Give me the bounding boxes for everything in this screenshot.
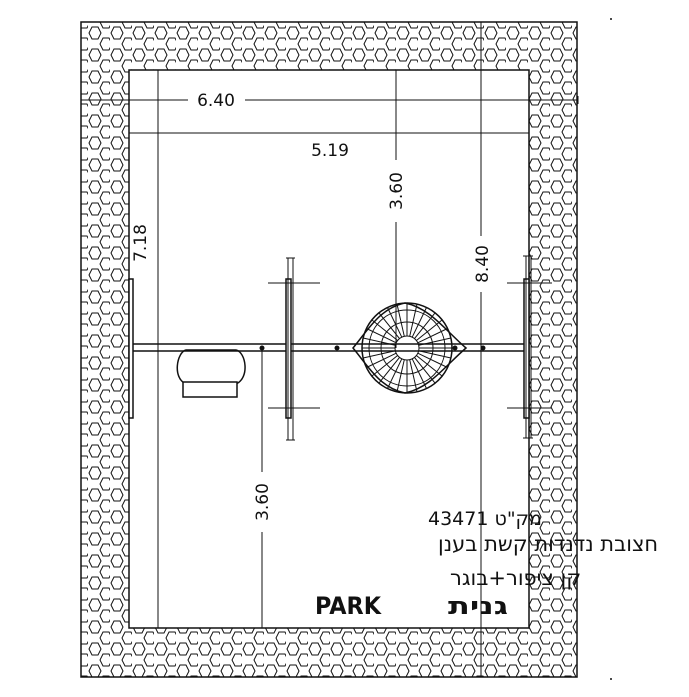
- logo-latin: PARK: [315, 592, 382, 620]
- nest-spoke: [414, 312, 436, 339]
- dimension-right-height: 8.40: [473, 21, 493, 678]
- nest-spoke: [387, 307, 403, 338]
- nest-spoke: [378, 357, 400, 384]
- right-a-frame: [507, 255, 552, 439]
- nest-spoke: [409, 303, 418, 337]
- logo-hebrew: גנית: [448, 592, 508, 620]
- nest-spoke: [362, 350, 396, 359]
- nest-spoke: [362, 337, 396, 346]
- bird-nest-seat: [352, 302, 468, 394]
- inner-play-area: [128, 69, 530, 629]
- nest-spoke: [371, 319, 398, 341]
- dimension-top-offset: 3.60: [387, 69, 407, 348]
- nest-spoke: [418, 350, 452, 359]
- dimension-outer-width-label: 6.40: [197, 91, 235, 111]
- bucket-seat: [176, 349, 246, 398]
- corner-marker-top: [610, 18, 612, 20]
- dimension-bottom-offset-label: 3.60: [253, 483, 273, 521]
- nest-spoke: [417, 328, 448, 344]
- dimension-outer-width: 6.40: [80, 91, 579, 111]
- nest-spoke: [387, 358, 403, 389]
- product-name: חצובת נדנדות קשת בענן: [438, 532, 658, 556]
- dimension-left-height: 7.18: [131, 69, 162, 629]
- nest-spoke: [417, 352, 448, 368]
- dimension-top-offset-label: 3.60: [387, 172, 407, 210]
- nest-spoke: [414, 357, 436, 384]
- dimension-right-height-label: 8.40: [473, 245, 493, 283]
- nest-spoke: [396, 303, 405, 337]
- nest-spoke: [416, 319, 443, 341]
- nest-spoke: [416, 355, 443, 377]
- dimension-inner-width: 5.19: [128, 129, 530, 161]
- nest-spoke: [378, 312, 400, 339]
- hanger-points: [259, 345, 486, 351]
- nest-spoke: [411, 307, 427, 338]
- corner-marker-bottom: [610, 678, 612, 680]
- nest-spoke: [371, 355, 398, 377]
- dimension-inner-width-label: 5.19: [311, 141, 349, 161]
- nest-spoke: [409, 359, 418, 393]
- catalog-number: מק"ט 43471: [428, 508, 542, 530]
- nest-spoke: [366, 328, 397, 344]
- outer-safety-boundary: [80, 21, 578, 678]
- seat-configuration: קן ציפור+בוגר: [450, 566, 581, 590]
- dimension-bottom-offset: 3.60: [253, 348, 273, 629]
- nest-spoke: [366, 352, 397, 368]
- nest-spoke: [418, 337, 452, 346]
- nest-spoke: [396, 359, 405, 393]
- dimension-left-height-label: 7.18: [131, 224, 151, 262]
- middle-a-frame: [268, 257, 320, 441]
- nest-spoke: [411, 358, 427, 389]
- swing-top-beam: [132, 343, 526, 352]
- left-a-frame: [128, 278, 134, 419]
- park-ganit-logo: PARK גנית: [315, 592, 508, 620]
